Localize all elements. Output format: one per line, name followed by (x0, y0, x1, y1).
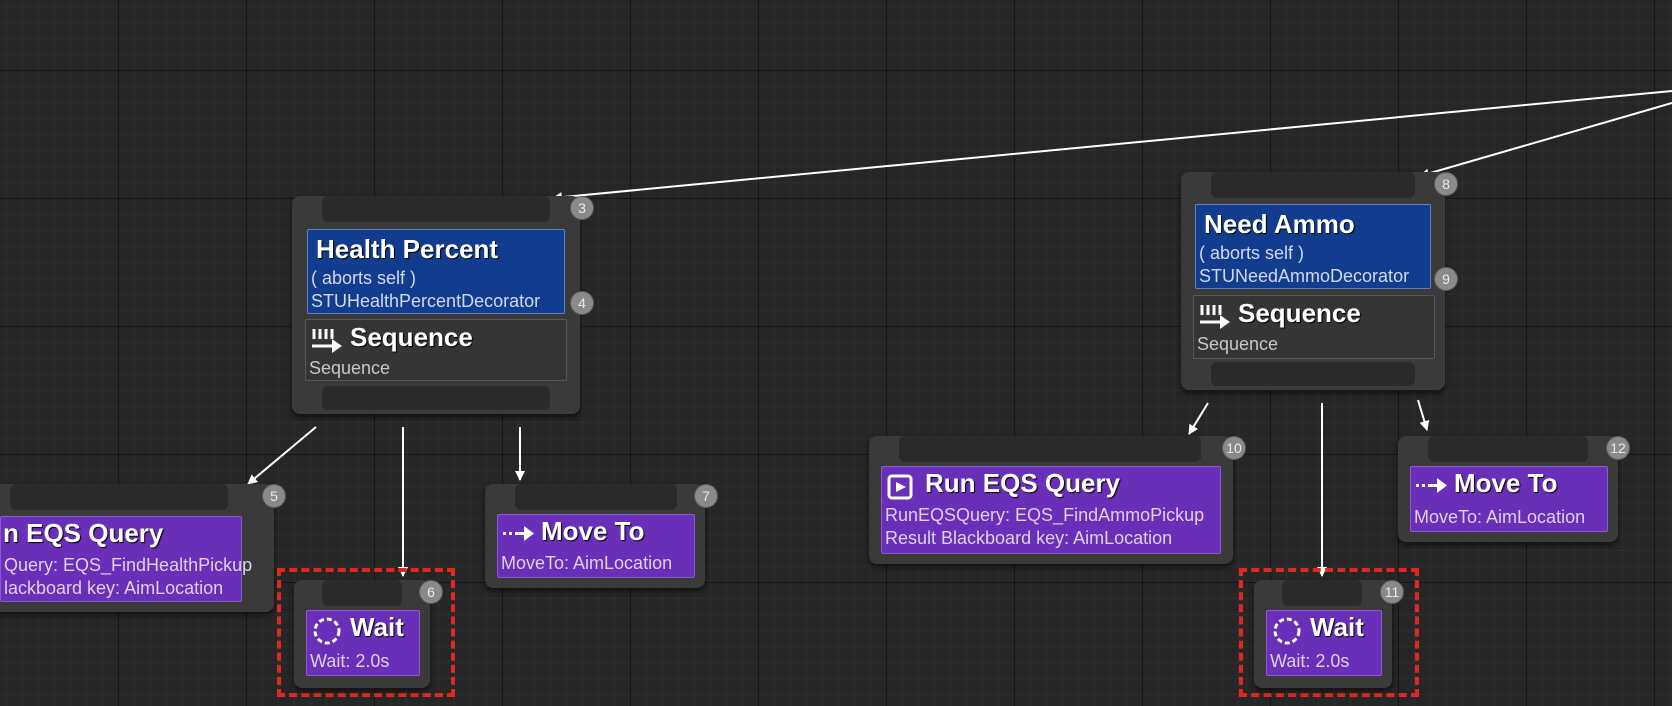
selection-outline (1239, 568, 1419, 697)
input-pin[interactable] (1282, 580, 1362, 606)
run-eqs-task[interactable]: Run EQS Query RunEQSQuery: EQS_FindAmmoP… (881, 466, 1221, 554)
wait-task[interactable]: Wait Wait: 2.0s (306, 610, 420, 676)
node-index-badge: 8 (1434, 172, 1458, 196)
need-ammo-decorator[interactable]: Need Ammo ( aborts self ) STUNeedAmmoDec… (1195, 204, 1431, 289)
move-to-node-12[interactable]: Move To MoveTo: AimLocation (1398, 436, 1618, 542)
move-to-task[interactable]: Move To MoveTo: AimLocation (1410, 466, 1608, 532)
wire-root-to-3 (552, 90, 1672, 203)
wait-icon (1273, 617, 1301, 645)
decorator-aborts: ( aborts self ) (1199, 243, 1305, 263)
node-index-badge: 4 (570, 291, 594, 315)
run-eqs-task[interactable]: n EQS Query Query: EQS_FindHealthPickup … (0, 516, 252, 602)
wire-8-to-10 (1188, 402, 1209, 435)
task-sub: Wait: 2.0s (1270, 651, 1350, 671)
move-to-icon (503, 526, 534, 541)
sequence-node-health[interactable]: Health Percent ( aborts self ) STUHealth… (292, 196, 580, 414)
wait-node-6[interactable]: Wait Wait: 2.0s (294, 580, 430, 688)
health-percent-decorator[interactable]: Health Percent ( aborts self ) STUHealth… (307, 229, 565, 314)
move-to-task[interactable]: Move To MoveTo: AimLocation (497, 514, 695, 578)
output-pin[interactable] (1211, 362, 1415, 386)
sequence-icon (1200, 305, 1230, 329)
wait-icon (313, 617, 341, 645)
input-pin[interactable] (322, 580, 402, 606)
decorator-class: STUHealthPercentDecorator (311, 291, 541, 311)
run-eqs-node-health[interactable]: n EQS Query Query: EQS_FindHealthPickup … (0, 484, 274, 612)
wait-task[interactable]: Wait Wait: 2.0s (1266, 610, 1382, 676)
run-eqs-node-ammo[interactable]: Run EQS Query RunEQSQuery: EQS_FindAmmoP… (869, 436, 1233, 564)
selection-outline (277, 568, 455, 697)
decorator-title: Health Percent (316, 234, 499, 264)
input-pin[interactable] (1428, 436, 1588, 462)
node-index-badge: 7 (694, 484, 718, 508)
task-title: n EQS Query (3, 518, 164, 548)
task-title: Move To (1454, 468, 1558, 498)
move-to-icon (1416, 478, 1447, 493)
input-pin[interactable] (515, 484, 677, 510)
node-index-badge: 11 (1380, 580, 1404, 604)
sequence-composite[interactable]: Sequence Sequence (1193, 295, 1435, 359)
wire-3-to-5 (247, 426, 317, 485)
composite-title: Sequence (1238, 298, 1361, 328)
task-title: Wait (1310, 612, 1364, 642)
decorator-class: STUNeedAmmoDecorator (1199, 266, 1410, 286)
task-blackboard-key: Result Blackboard key: AimLocation (885, 528, 1173, 548)
task-sub: MoveTo: AimLocation (501, 553, 673, 573)
decorator-aborts: ( aborts self ) (311, 268, 417, 288)
task-sub: MoveTo: AimLocation (1414, 507, 1586, 527)
sequence-node-ammo[interactable]: Need Ammo ( aborts self ) STUNeedAmmoDec… (1181, 172, 1445, 390)
task-title: Move To (541, 516, 645, 546)
task-sub: Wait: 2.0s (310, 651, 390, 671)
node-index-badge: 10 (1222, 436, 1246, 460)
task-title: Wait (350, 612, 404, 642)
node-index-badge: 5 (262, 484, 286, 508)
task-blackboard-key: lackboard key: AimLocation (4, 578, 224, 598)
input-pin[interactable] (1211, 172, 1415, 198)
wire-root-to-8 (1419, 102, 1672, 179)
sequence-icon (312, 329, 342, 353)
task-title: Run EQS Query (925, 468, 1121, 498)
input-pin[interactable] (10, 484, 228, 510)
node-index-badge: 12 (1606, 436, 1630, 460)
composite-title: Sequence (350, 322, 473, 352)
wait-node-11[interactable]: Wait Wait: 2.0s (1254, 580, 1392, 688)
node-index-badge: 9 (1434, 267, 1458, 291)
decorator-title: Need Ammo (1204, 209, 1355, 239)
composite-sub: Sequence (1197, 334, 1279, 354)
node-index-badge: 6 (419, 580, 443, 604)
output-pin[interactable] (322, 386, 550, 410)
task-query: Query: EQS_FindHealthPickup (4, 555, 253, 575)
move-to-node-7[interactable]: Move To MoveTo: AimLocation (485, 484, 705, 588)
composite-sub: Sequence (309, 358, 391, 378)
wire-8-to-12 (1417, 399, 1430, 431)
task-query: RunEQSQuery: EQS_FindAmmoPickup (885, 505, 1205, 525)
input-pin[interactable] (322, 196, 550, 222)
sequence-composite[interactable]: Sequence Sequence (305, 319, 567, 381)
input-pin[interactable] (899, 436, 1201, 462)
eqs-icon (887, 474, 913, 500)
node-index-badge: 3 (570, 196, 594, 220)
